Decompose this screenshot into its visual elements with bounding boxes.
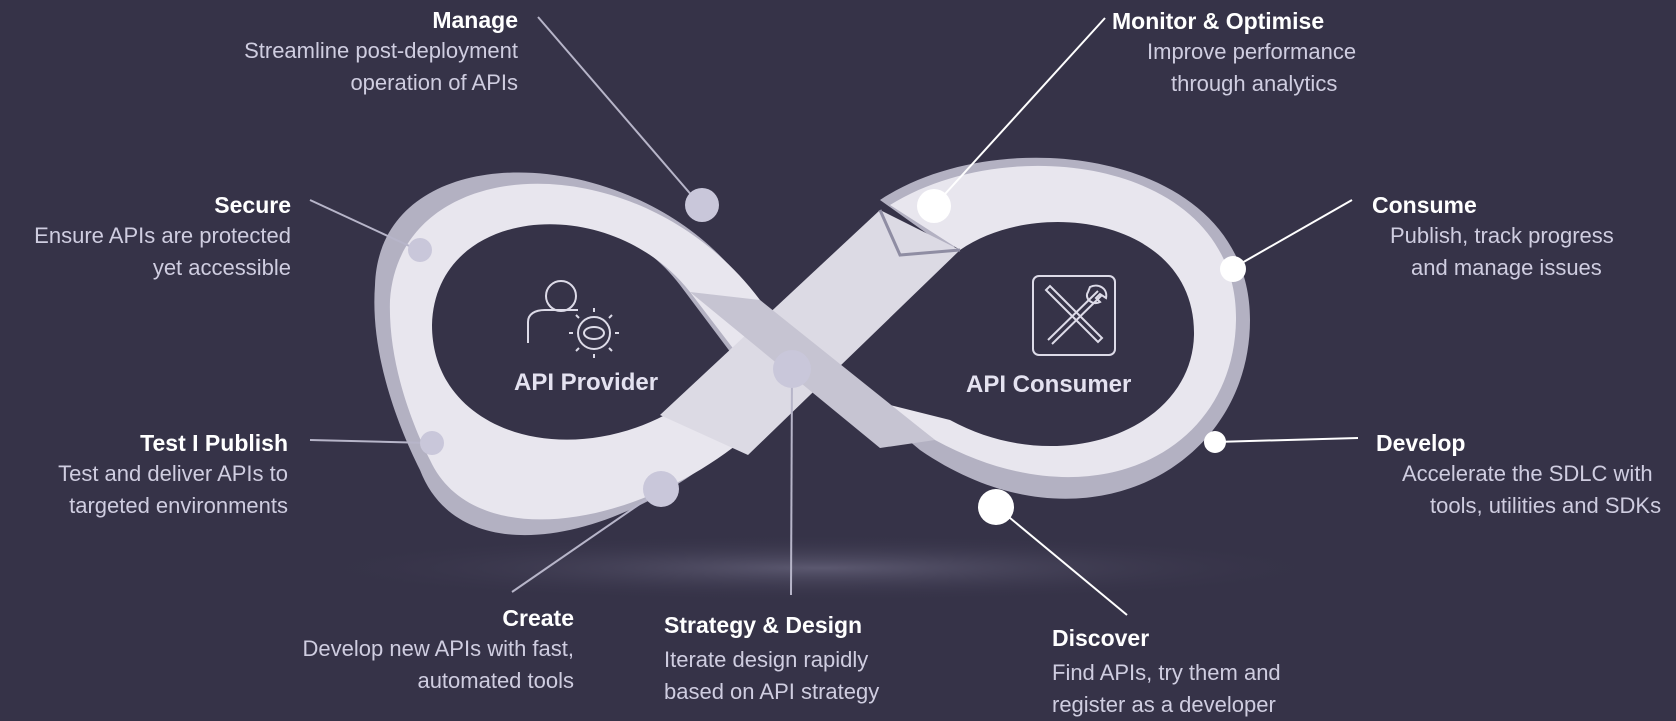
stage-develop: Develop Accelerate the SDLC with tools, … (1376, 428, 1661, 522)
stage-title: Create (502, 605, 574, 631)
connector-consume (1232, 199, 1353, 269)
node-strategy (773, 350, 811, 388)
connector-monitor (934, 17, 1106, 206)
infinity-cross-notch (878, 209, 961, 257)
floor-shadow (300, 534, 1340, 602)
tools-wrench-screwdriver-icon (1032, 275, 1116, 356)
connector-strategy (790, 369, 793, 596)
connector-lines (309, 16, 1359, 616)
node-test-publish (420, 431, 444, 455)
connector-discover (997, 507, 1128, 616)
infinity-band-right (890, 165, 1237, 478)
stage-title: Secure (214, 192, 291, 218)
infinity-band-left (389, 183, 810, 520)
hub-api-consumer: API Consumer (966, 371, 1132, 398)
stage-desc: based on API strategy (664, 679, 880, 704)
infinity-cross-strand-back (690, 292, 935, 448)
user-api-gear-icon (527, 280, 619, 358)
stage-desc: Streamline post-deployment (244, 38, 518, 63)
stage-desc: yet accessible (152, 255, 291, 280)
stage-manage: Manage Streamline post-deployment operat… (244, 5, 518, 99)
connector-test-publish (309, 439, 431, 444)
stage-desc: Test and deliver APIs to (58, 461, 288, 486)
connector-create (511, 489, 661, 593)
stage-title: Strategy & Design (664, 612, 863, 638)
hub-api-provider: API Provider (514, 369, 659, 396)
stage-desc: and manage issues (1411, 255, 1602, 280)
stage-desc: Publish, track progress (1390, 223, 1614, 248)
stage-strategy: Strategy & Design Iterate design rapidly… (664, 610, 879, 708)
node-create (643, 471, 679, 507)
stage-title: Consume (1372, 192, 1477, 218)
stage-desc: Improve performance (1147, 39, 1357, 64)
stage-desc: Find APIs, try them and (1052, 660, 1281, 685)
node-develop (1204, 431, 1226, 453)
stage-monitor: Monitor & Optimise Improve performance t… (1112, 6, 1422, 100)
stage-secure: Secure Ensure APIs are protected yet acc… (34, 190, 291, 284)
stage-discover: Discover Find APIs, try them and registe… (1052, 623, 1281, 721)
stage-consume: Consume Publish, track progress and mana… (1372, 190, 1614, 284)
stage-title: Monitor & Optimise (1112, 8, 1325, 34)
connector-develop (1214, 437, 1359, 443)
stage-desc: register as a developer (1052, 692, 1276, 717)
stage-test-publish: Test I Publish Test and deliver APIs to … (58, 428, 288, 522)
stage-desc: Develop new APIs with fast, (302, 636, 574, 661)
stage-title: Develop (1376, 430, 1466, 456)
node-monitor (917, 189, 951, 223)
stage-desc: tools, utilities and SDKs (1430, 493, 1662, 518)
infinity-cross-strand-front (660, 210, 960, 455)
connector-manage (537, 16, 701, 206)
stage-title: Discover (1052, 625, 1150, 651)
stage-desc: targeted environments (69, 493, 288, 518)
stage-nodes (408, 188, 1246, 525)
stage-desc: automated tools (417, 668, 574, 693)
stage-title: Manage (432, 7, 518, 33)
stage-desc: Accelerate the SDLC with (1402, 461, 1653, 486)
stage-create: Create Develop new APIs with fast, autom… (303, 603, 574, 697)
node-manage (685, 188, 719, 222)
connector-secure (309, 199, 419, 251)
node-discover (978, 489, 1014, 525)
stage-desc: Iterate design rapidly (664, 647, 869, 672)
stage-desc: Ensure APIs are protected (34, 223, 291, 248)
stage-title: Test I Publish (140, 430, 288, 456)
stage-desc: through analytics (1171, 71, 1338, 96)
node-consume (1220, 256, 1246, 282)
stage-desc: operation of APIs (350, 70, 518, 95)
node-secure (408, 238, 432, 262)
